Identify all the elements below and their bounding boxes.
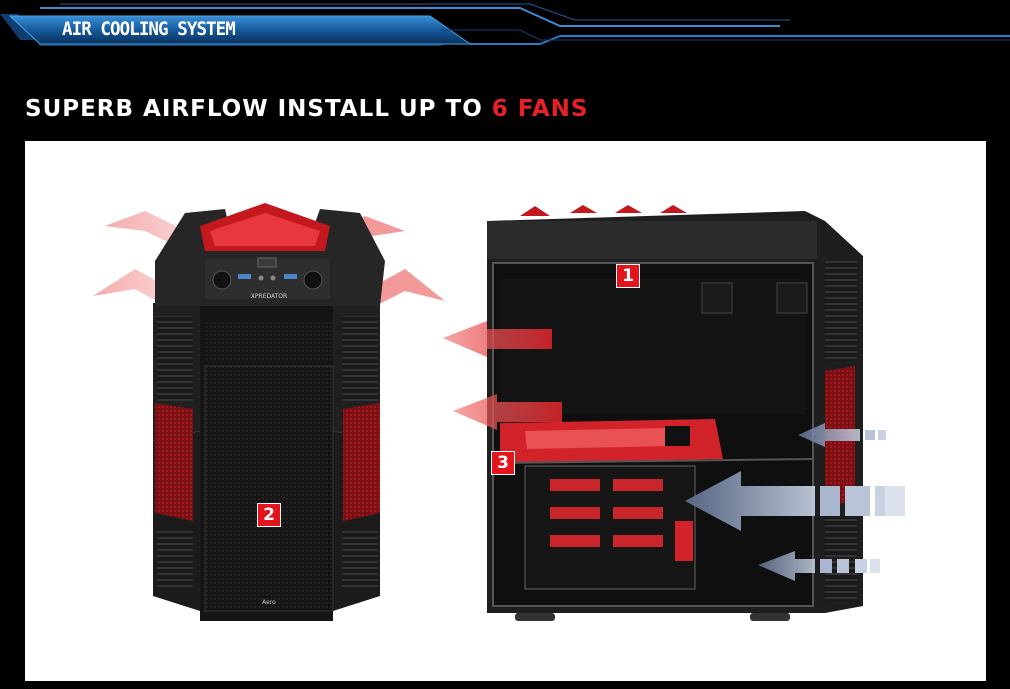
badge-3: 3 [491,451,515,475]
headline-highlight: 6 FANS [491,96,589,122]
section-title: AIR COOLING SYSTEM [62,18,236,40]
badge-2: 2 [257,503,281,527]
banner-graphic [0,3,1010,46]
product-image-panel: XPREDATOR Aero [25,141,986,681]
header-banner: AIR COOLING SYSTEM [0,0,1010,52]
side-case [443,205,905,621]
headline-text: SUPERB AIRFLOW INSTALL UP TO [25,96,492,122]
logo-label: Aero [262,599,276,606]
badge-1: 1 [616,264,640,288]
brand-label: XPREDATOR [251,293,287,300]
headline: SUPERB AIRFLOW INSTALL UP TO 6 FANS [25,96,589,122]
front-case [93,203,445,621]
case-illustration: XPREDATOR Aero [93,203,905,621]
